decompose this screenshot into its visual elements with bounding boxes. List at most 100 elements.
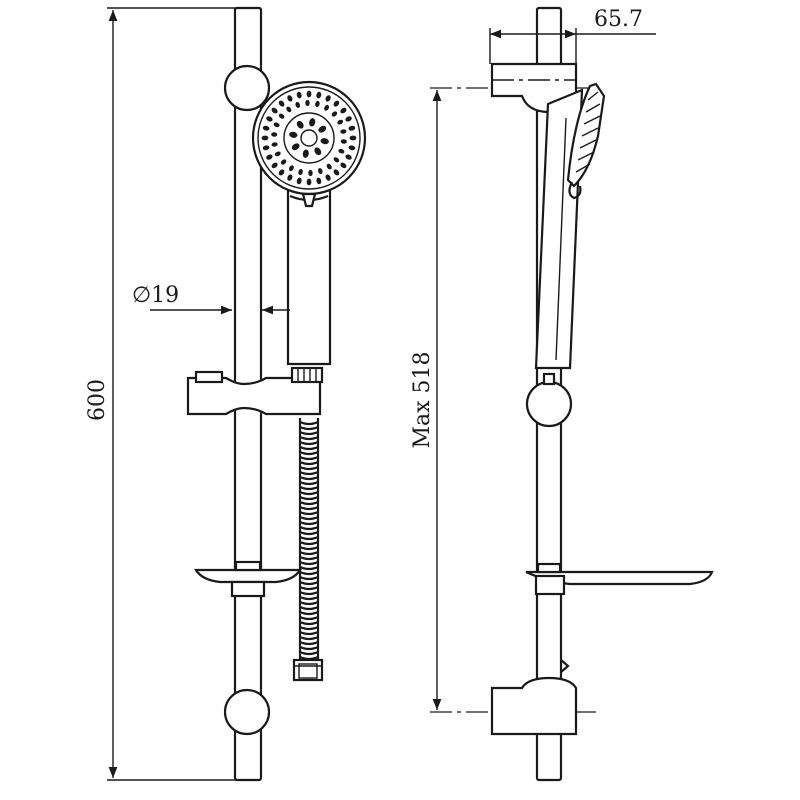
nozzle xyxy=(340,139,347,144)
hose-coil xyxy=(299,635,319,641)
nozzle xyxy=(266,116,273,122)
hose-coil xyxy=(299,525,319,531)
nozzle xyxy=(302,149,309,158)
hose-coil xyxy=(299,475,319,481)
nozzle xyxy=(325,174,331,181)
hose-coil xyxy=(299,565,319,571)
nozzle xyxy=(271,107,278,114)
nozzle xyxy=(278,169,285,176)
hose-coil xyxy=(299,585,319,591)
front-view: 600 ∅19 xyxy=(85,6,367,782)
hose-coil xyxy=(299,630,319,636)
hose-coil xyxy=(299,505,319,511)
nozzle xyxy=(261,135,269,141)
nozzle xyxy=(325,95,331,102)
hose-coil xyxy=(299,540,319,546)
hose-coil xyxy=(299,470,319,476)
nozzle xyxy=(298,168,303,176)
nozzle xyxy=(348,125,356,131)
nozzle xyxy=(296,120,304,129)
nozzle xyxy=(324,104,330,111)
nozzle xyxy=(280,159,287,165)
bottom-wall-bracket xyxy=(223,688,271,736)
hose-coil xyxy=(299,640,319,646)
hose-coil xyxy=(299,480,319,486)
nozzle xyxy=(278,113,285,119)
nozzle xyxy=(305,99,310,107)
hose-coil xyxy=(299,600,319,606)
nozzle xyxy=(348,145,356,151)
bottom-wall-bracket-side xyxy=(490,676,578,736)
height-dimension-label: 600 xyxy=(85,379,110,421)
rail-end-stop xyxy=(560,659,570,673)
hose-coil xyxy=(299,590,319,596)
head-depth-dimension: 65.7 xyxy=(489,7,656,64)
nozzle xyxy=(306,90,312,98)
nozzle xyxy=(316,91,322,99)
shower-head-face xyxy=(251,80,367,196)
nozzle xyxy=(318,125,327,133)
nozzle xyxy=(262,145,270,151)
slider-holder xyxy=(186,366,324,416)
nozzle xyxy=(306,178,312,186)
nozzle-ring-outer xyxy=(261,90,357,186)
hose-coil xyxy=(299,575,319,581)
nozzle xyxy=(291,143,300,151)
nozzle xyxy=(338,148,345,154)
hose-coil xyxy=(299,460,319,466)
nozzle xyxy=(316,177,322,185)
hose-coil xyxy=(299,570,319,576)
hose-coil xyxy=(299,550,319,556)
nozzle xyxy=(278,100,285,107)
hose-coil xyxy=(299,530,319,536)
side-view: 65.7 Max 518 xyxy=(410,6,714,782)
hose-coil xyxy=(299,535,319,541)
nozzle xyxy=(315,100,320,108)
max-span-label: Max 518 xyxy=(410,351,435,448)
nozzle xyxy=(287,174,293,181)
hose-coil xyxy=(299,430,319,436)
nozzle xyxy=(340,162,347,169)
nozzle xyxy=(287,95,293,102)
nozzle xyxy=(296,91,302,99)
soap-dish-side xyxy=(525,562,714,596)
nozzle xyxy=(314,147,322,156)
hose-coil xyxy=(299,440,319,446)
hose-nut xyxy=(292,658,324,682)
nozzle-ring-inner xyxy=(289,118,329,158)
hose-coil xyxy=(299,520,319,526)
nozzle xyxy=(273,122,280,128)
hose-diameter-dimension: ∅19 xyxy=(132,283,290,315)
hose-coil xyxy=(299,560,319,566)
hose-coil xyxy=(299,510,319,516)
hose-coil xyxy=(299,435,319,441)
nozzle xyxy=(340,129,347,134)
hose-coil xyxy=(299,625,319,631)
hose-coil xyxy=(299,580,319,586)
nozzle xyxy=(317,168,323,175)
hose-coil xyxy=(299,495,319,501)
nozzle xyxy=(286,106,292,113)
hand-shower xyxy=(251,80,367,366)
hose-coil xyxy=(299,615,319,621)
nozzle xyxy=(333,157,340,163)
hose-coil xyxy=(299,595,319,601)
top-wall-bracket xyxy=(223,64,271,112)
nozzle xyxy=(309,118,316,127)
hose-coil xyxy=(299,450,319,456)
height-dimension: 600 xyxy=(85,7,240,781)
nozzle xyxy=(262,125,270,131)
soap-dish xyxy=(194,560,302,598)
nozzle xyxy=(333,169,340,176)
nozzle xyxy=(271,132,278,137)
nozzle xyxy=(345,154,352,160)
nozzle xyxy=(345,116,352,122)
hose-coil xyxy=(299,455,319,461)
nozzle xyxy=(296,177,302,185)
hose-coil xyxy=(299,445,319,451)
nozzle xyxy=(271,142,278,147)
nozzle xyxy=(288,165,294,172)
hose-coil xyxy=(299,605,319,611)
hose-coil xyxy=(299,650,319,656)
